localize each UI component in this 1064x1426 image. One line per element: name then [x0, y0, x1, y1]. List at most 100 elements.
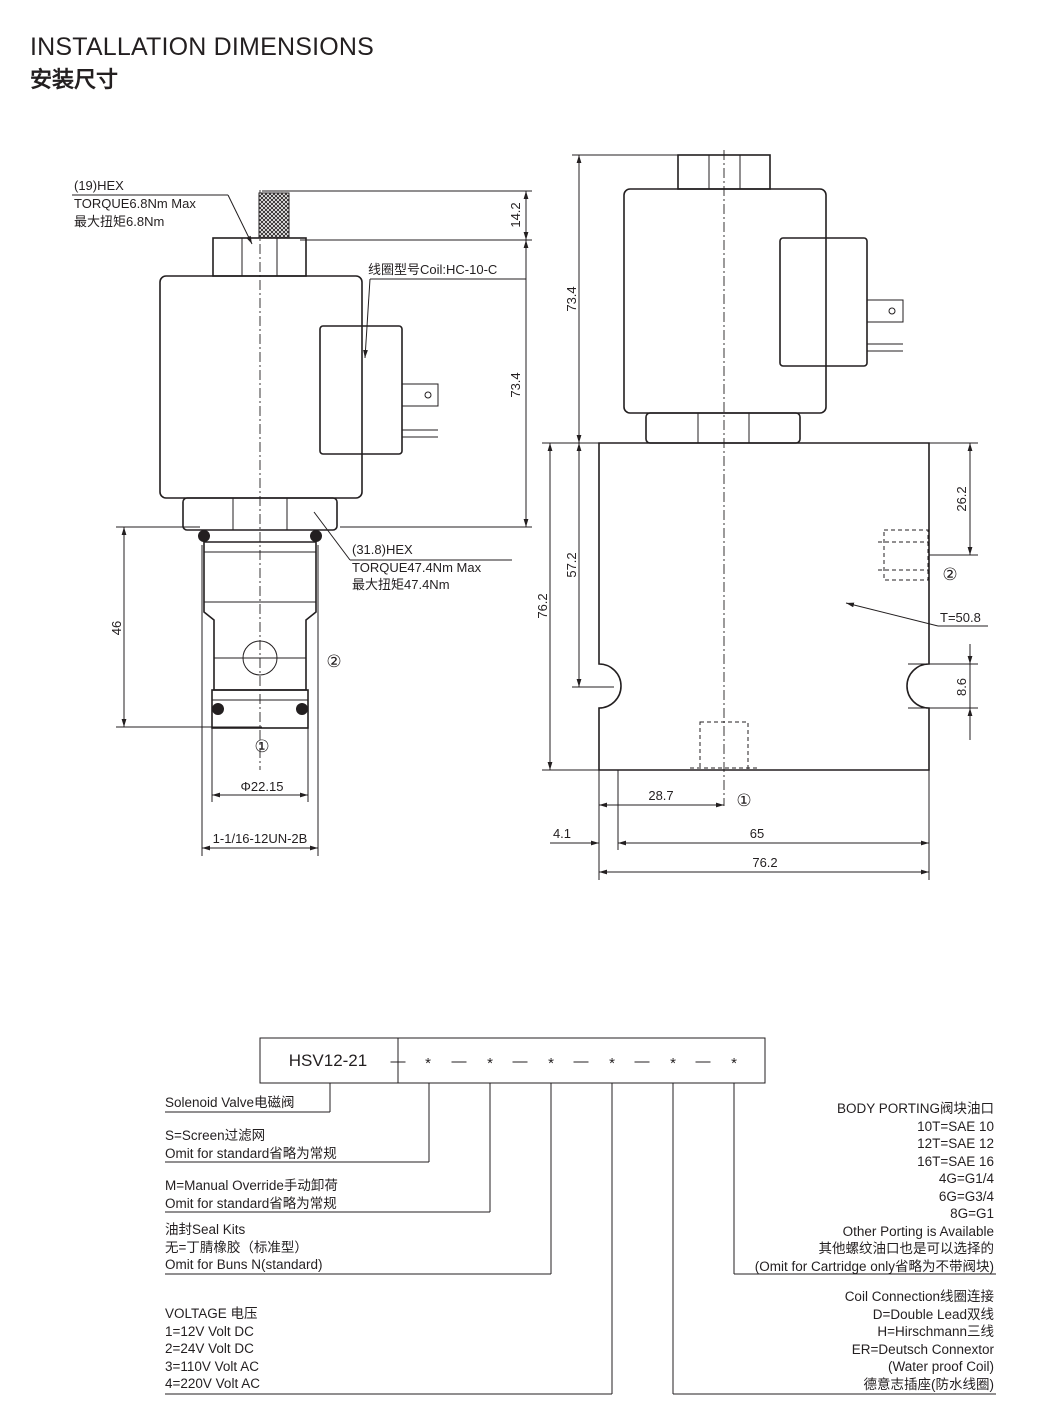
o-ring-upper-right: [310, 530, 322, 542]
slot-seal: *: [548, 1055, 554, 1072]
sep-3: —: [574, 1053, 589, 1070]
slot-screen: *: [425, 1055, 431, 1072]
slot-coil: *: [670, 1055, 676, 1072]
dim-73-4-left: 73.4: [508, 372, 523, 397]
o-ring-lower-left: [212, 703, 224, 715]
port-1-hidden: [699, 721, 749, 771]
coil-conn-line6: 德意志插座(防水线圈): [863, 1376, 995, 1392]
dim-14-2: 14.2: [508, 202, 523, 227]
seal-line2: 无=丁腈橡胶（标准型）: [165, 1239, 308, 1255]
seal-line1: 油封Seal Kits: [165, 1222, 246, 1237]
hex-bottom-leader: [313, 511, 351, 561]
slot-voltage: *: [609, 1055, 615, 1072]
page-title: INSTALLATION DIMENSIONS: [30, 33, 375, 61]
sep-5: —: [696, 1053, 711, 1070]
voltage-desc: VOLTAGE 电压 1=12V Volt DC 2=24V Volt DC 3…: [165, 1305, 260, 1393]
porting-line2: 10T=SAE 10: [917, 1118, 994, 1134]
solenoid-text: Solenoid Valve电磁阀: [165, 1095, 295, 1110]
slot-porting: *: [731, 1055, 737, 1072]
right-bottom-hex: [645, 412, 801, 444]
left-port-1-label: ①: [254, 737, 269, 756]
coil-body: [159, 275, 363, 499]
slot-manual: *: [487, 1055, 493, 1072]
right-port-1-label: ①: [736, 791, 751, 810]
thickness-label: T=50.8: [940, 610, 981, 625]
porting-line6: 6G=G3/4: [938, 1188, 994, 1204]
hex-bottom-line2: TORQUE47.4Nm Max: [352, 560, 482, 575]
model-code: HSV12-21: [289, 1051, 367, 1070]
porting-line7: 8G=G1: [950, 1206, 994, 1221]
dim-76-2-horiz: 76.2: [752, 855, 777, 870]
coil-conn-line5: (Water proof Coil): [887, 1359, 994, 1374]
terminal-box: [319, 325, 439, 455]
sep-1: —: [452, 1053, 467, 1070]
hex-bottom-line3: 最大扭矩47.4Nm: [352, 577, 450, 592]
dim-65: 65: [750, 826, 764, 841]
knurled-nut: [258, 192, 290, 239]
model-code-box: [259, 1037, 766, 1084]
valve-block: [598, 442, 930, 771]
voltage-line2: 1=12V Volt DC: [165, 1323, 254, 1339]
port-2-hidden: [883, 529, 929, 581]
dim-phi: Φ22.15: [241, 779, 284, 794]
right-coil-body: [623, 188, 827, 414]
hex-top-line2: TORQUE6.8Nm Max: [74, 196, 196, 211]
voltage-line5: 4=220V Volt AC: [165, 1376, 260, 1391]
manual-line2: Omit for standard省略为常规: [165, 1195, 337, 1211]
porting-line4: 16T=SAE 16: [917, 1153, 994, 1169]
porting-line1: BODY PORTING阀块油口: [836, 1101, 994, 1116]
dim-8-6: 8.6: [954, 678, 969, 696]
coil-conn-line2: D=Double Lead双线: [872, 1306, 994, 1322]
porting-line3: 12T=SAE 12: [917, 1136, 994, 1151]
top-hex-nut: [212, 237, 307, 277]
solenoid-desc: Solenoid Valve电磁阀: [165, 1094, 295, 1112]
o-ring-lower-right: [296, 703, 308, 715]
dim-46: 46: [109, 621, 124, 635]
hex-bottom-line1: (31.8)HEX: [352, 542, 413, 557]
voltage-line3: 2=24V Volt DC: [165, 1341, 254, 1356]
bottom-hex-nut: [182, 497, 338, 531]
right-terminal-box: [779, 237, 904, 367]
page-subtitle: 安装尺寸: [30, 67, 119, 92]
porting-desc: BODY PORTING阀块油口 10T=SAE 10 12T=SAE 12 1…: [755, 1100, 994, 1275]
right-port-2-label: ②: [942, 565, 957, 584]
porting-line5: 4G=G1/4: [938, 1171, 994, 1186]
sep-2: —: [513, 1053, 528, 1070]
voltage-line4: 3=110V Volt AC: [165, 1358, 259, 1374]
left-port-2-label: ②: [326, 652, 341, 671]
manual-desc: M=Manual Override手动卸荷 Omit for standard省…: [165, 1177, 338, 1212]
hex-top-leader: [227, 194, 253, 245]
coil-conn-line4: ER=Deutsch Connextor: [851, 1341, 994, 1357]
sep-0: —: [391, 1053, 406, 1070]
ordering-code: HSV12-21 — * — * — * — * — * — *: [165, 1037, 996, 1395]
dim-73-4-right: 73.4: [564, 286, 579, 311]
seal-line3: Omit for Buns N(standard): [165, 1257, 323, 1272]
coil-label: 线圈型号Coil:HC-10-C: [368, 262, 497, 277]
hex-top-line1: (19)HEX: [74, 178, 124, 193]
dim-thread: 1-1/16-12UN-2B: [213, 831, 308, 846]
right-view: 73.4 76.2 57.2 26.2 ② T=50.8 8.6 28.7 ① …: [535, 150, 988, 880]
seal-desc: 油封Seal Kits 无=丁腈橡胶（标准型） Omit for Buns N(…: [165, 1221, 323, 1274]
porting-line10: (Omit for Cartridge only省略为不带阀块): [754, 1258, 994, 1274]
dim-26-2: 26.2: [954, 486, 969, 511]
left-view: (19)HEX TORQUE6.8Nm Max 最大扭矩6.8Nm 线圈型号Co…: [72, 178, 532, 856]
coil-conn-line3: H=Hirschmann三线: [877, 1324, 994, 1339]
dim-76-2-vert: 76.2: [535, 593, 550, 618]
coil-conn-line1: Coil Connection线圈连接: [844, 1289, 994, 1304]
hex-top-line3: 最大扭矩6.8Nm: [74, 214, 164, 229]
sep-4: —: [635, 1053, 650, 1070]
porting-line8: Other Porting is Available: [842, 1223, 994, 1239]
o-ring-upper-left: [198, 530, 210, 542]
coil-conn-desc: Coil Connection线圈连接 D=Double Lead双线 H=Hi…: [845, 1288, 994, 1393]
voltage-line1: VOLTAGE 电压: [165, 1306, 258, 1321]
dim-28-7: 28.7: [648, 788, 673, 803]
porting-line9: 其他螺纹油口也是可以选择的: [818, 1241, 995, 1256]
screen-desc: S=Screen过滤网 Omit for standard省略为常规: [165, 1127, 337, 1162]
dim-57-2: 57.2: [564, 552, 579, 577]
dim-4-1: 4.1: [553, 826, 571, 841]
screen-line2: Omit for standard省略为常规: [165, 1145, 337, 1161]
thickness-leader: [845, 602, 939, 627]
coil-label-leader: [363, 278, 371, 359]
manual-line1: M=Manual Override手动卸荷: [165, 1178, 338, 1193]
